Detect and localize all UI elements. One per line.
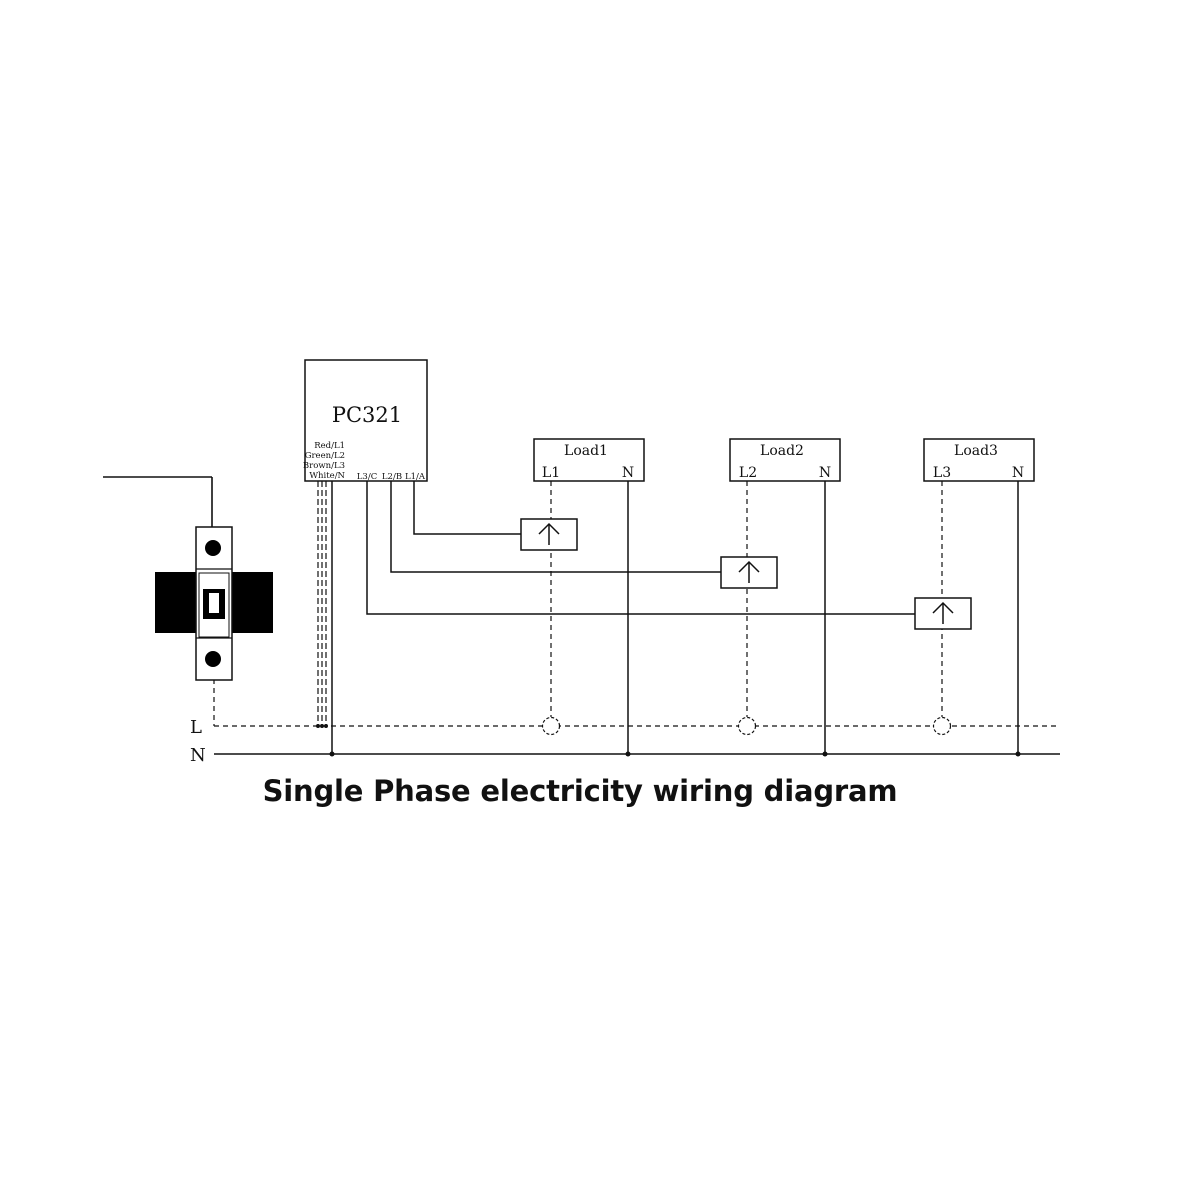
supply-wire	[103, 476, 215, 726]
live-rail-label: L	[190, 717, 202, 738]
load-3-name: Load3	[954, 443, 998, 459]
load-1-name: Load1	[564, 443, 608, 459]
ct-terminal-l1a: L1/A	[405, 472, 426, 482]
up-arrow-icon	[914, 597, 972, 630]
up-arrow-icon	[720, 556, 778, 589]
load-2-neutral-label: N	[819, 465, 831, 481]
neutral-rail-label: N	[190, 745, 206, 766]
pc321-device: PC321 Red/L1 Green/L2 Brown/L3 White/N L…	[303, 359, 428, 482]
load-2: Load2 L2 N	[729, 438, 841, 757]
ct-terminal-l3c: L3/C	[357, 472, 377, 482]
load-2-live-label: L2	[739, 465, 757, 481]
load-1-neutral-label: N	[622, 465, 634, 481]
load-2-junction	[737, 716, 757, 736]
up-arrow-icon	[520, 518, 578, 551]
device-name: PC321	[332, 403, 402, 427]
load-1-live-label: L1	[542, 465, 560, 481]
ct-leads	[366, 481, 915, 615]
wire-label-green: Green/L2	[305, 451, 345, 461]
load-1-junction	[541, 716, 561, 736]
device-power-wires	[316, 481, 335, 757]
load-2-name: Load2	[760, 443, 804, 459]
load-3: Load3 L3 N	[923, 438, 1035, 757]
load-1: Load1 L1 N	[533, 438, 645, 757]
ct-terminal-l2b: L2/B	[382, 472, 402, 482]
diagram-title: Single Phase electricity wiring diagram	[262, 774, 898, 808]
wire-label-red: Red/L1	[314, 441, 345, 451]
load-3-neutral-label: N	[1012, 465, 1024, 481]
wire-label-white: White/N	[309, 471, 345, 481]
circuit-breaker-icon	[155, 526, 273, 681]
load-3-junction	[932, 716, 952, 736]
wire-label-brown: Brown/L3	[303, 461, 345, 471]
load-3-live-label: L3	[933, 465, 951, 481]
